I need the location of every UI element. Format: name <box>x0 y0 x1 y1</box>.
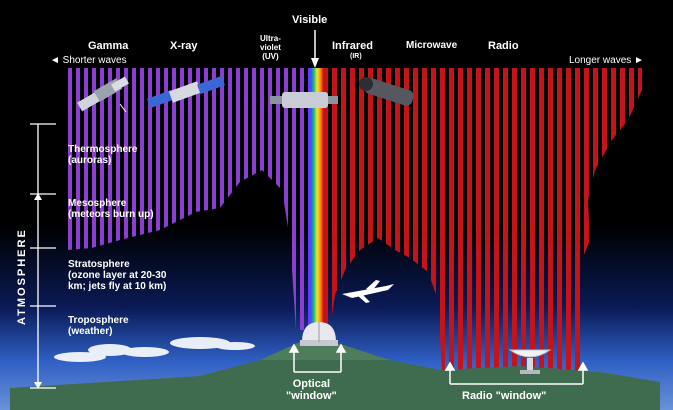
ir-stripe <box>503 68 508 372</box>
optical-window-line1: Optical <box>292 378 331 390</box>
uv-stripe <box>156 68 160 330</box>
layer-stratosphere-detail2: km; jets fly at 10 km) <box>68 281 167 292</box>
ir-stripe <box>404 68 409 372</box>
ir-stripe <box>323 68 328 372</box>
uv-stripe <box>284 68 288 330</box>
ir-stripe <box>431 68 436 372</box>
infrared-telescope-icon <box>359 77 414 106</box>
ir-stripe <box>557 68 562 372</box>
visible-arrow-icon <box>311 58 319 68</box>
uv-stripe <box>68 68 72 330</box>
optical-window-arrows <box>288 343 347 373</box>
layer-mesosphere-detail: (meteors burn up) <box>68 209 154 220</box>
ir-stripe <box>422 68 427 372</box>
band-label-uv-line1: Ultra- <box>260 34 281 43</box>
uv-stripe <box>300 68 304 330</box>
uv-stripe <box>180 68 184 330</box>
band-label-uv-sub: (UV) <box>262 52 279 61</box>
layer-troposphere-name: Troposphere <box>68 315 129 326</box>
uv-stripe <box>172 68 176 330</box>
ir-stripe <box>350 68 355 372</box>
longer-waves-label: Longer waves ► <box>569 55 644 66</box>
ir-stripe <box>530 68 535 372</box>
uv-stripe <box>132 68 136 330</box>
jet-icon <box>342 280 394 303</box>
ir-stripe <box>512 68 517 372</box>
uv-stripe <box>196 68 200 330</box>
radio-window-arrows <box>444 361 589 385</box>
band-label-infrared: Infrared <box>332 40 373 52</box>
band-label-uv-line2: violet <box>260 43 281 52</box>
uv-stripe <box>76 68 80 330</box>
ir-stripe <box>566 68 571 372</box>
layer-troposphere-detail: (weather) <box>68 326 113 337</box>
band-label-ir-sub: (IR) <box>350 53 362 60</box>
layer-stratosphere-detail: (ozone layer at 20-30 <box>68 270 167 281</box>
uv-stripe <box>220 68 224 330</box>
band-label-xray: X-ray <box>170 40 198 52</box>
ground-hills <box>10 342 660 410</box>
xray-satellite-icon <box>147 75 225 109</box>
ir-stripe <box>584 68 589 372</box>
uv-stripe <box>108 68 112 330</box>
ir-stripe <box>368 68 373 372</box>
uv-stripe <box>124 68 128 330</box>
ir-stripe <box>341 68 346 372</box>
satellite-icon <box>77 76 129 113</box>
band-label-radio: Radio <box>488 40 519 52</box>
optical-window-line2: "window" <box>286 390 337 402</box>
layer-thermosphere-name: Thermosphere <box>68 144 138 155</box>
atmosphere-scale <box>30 123 56 389</box>
ir-stripe <box>440 68 445 372</box>
uv-stripe <box>140 68 144 330</box>
ir-stripe <box>575 68 580 372</box>
ir-stripe <box>539 68 544 372</box>
uv-stripe <box>92 68 96 330</box>
ir-stripe <box>359 68 364 372</box>
uv-stripe <box>100 68 104 330</box>
radio-dish-icon <box>508 349 552 374</box>
ir-stripe <box>494 68 499 372</box>
ir-stripe <box>377 68 382 372</box>
clouds <box>54 337 255 362</box>
uv-stripe <box>84 68 88 330</box>
ir-stripe <box>458 68 463 372</box>
uv-stripe <box>148 68 152 330</box>
ir-stripe <box>395 68 400 372</box>
layer-stratosphere: Stratosphere (ozone layer at 20-30 km; j… <box>68 259 166 292</box>
band-label-uv: Ultra- violet (UV) <box>260 34 281 61</box>
hubble-telescope-icon <box>270 92 338 108</box>
band-label-microwave: Microwave <box>406 40 458 51</box>
layer-mesosphere-name: Mesosphere <box>68 198 127 209</box>
ir-stripe <box>413 68 418 372</box>
ir-stripe <box>386 68 391 372</box>
uv-stripe <box>188 68 192 330</box>
band-label-gamma: Gamma <box>88 40 129 52</box>
uv-stripe <box>164 68 168 330</box>
uv-stripe <box>116 68 120 330</box>
layer-mesosphere: Mesosphere (meteors burn up) <box>68 198 154 220</box>
ir-stripe <box>449 68 454 372</box>
ir-stripe <box>332 68 337 372</box>
layer-thermosphere: Thermosphere (auroras) <box>68 144 137 166</box>
ir-stripe <box>521 68 526 372</box>
visible-light-band <box>308 68 323 350</box>
layer-troposphere: Troposphere (weather) <box>68 315 129 337</box>
ir-stripe <box>548 68 553 372</box>
layer-thermosphere-detail: (auroras) <box>68 155 112 166</box>
observatory-dome-icon <box>300 322 338 346</box>
optical-window-label: Optical "window" <box>286 378 337 402</box>
uv-stripe <box>204 68 208 330</box>
ir-stripe <box>485 68 490 372</box>
layer-stratosphere-name: Stratosphere <box>68 259 130 270</box>
uv-stripe <box>292 68 296 330</box>
shorter-waves-label: ◄ Shorter waves <box>50 55 127 66</box>
visible-label: Visible <box>292 14 328 26</box>
ir-stripe <box>467 68 472 372</box>
ir-stripe <box>476 68 481 372</box>
atmosphere-label: ATMOSPHERE <box>16 228 28 325</box>
uv-stripe <box>212 68 216 330</box>
radio-window-label: Radio "window" <box>462 390 547 402</box>
